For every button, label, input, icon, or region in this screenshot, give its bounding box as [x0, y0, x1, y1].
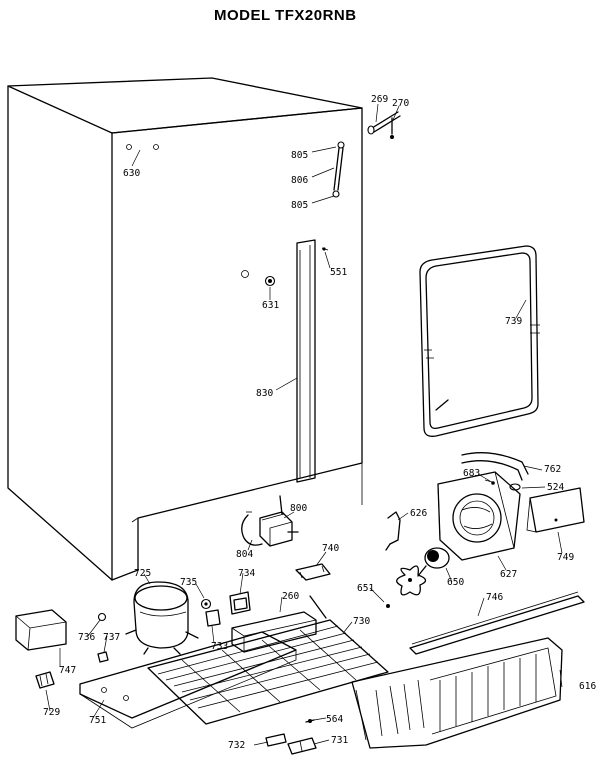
label-627: 627 [500, 569, 517, 580]
grille-616 [351, 637, 563, 749]
label-737: 737 [103, 632, 120, 643]
label-725: 725 [134, 568, 151, 579]
label-733: 733 [211, 641, 228, 652]
label-747: 747 [59, 665, 76, 676]
label-616: 616 [579, 681, 596, 692]
label-746: 746 [486, 592, 503, 603]
label-805: 805 [291, 150, 308, 161]
label-732: 732 [228, 740, 245, 751]
label-524: 524 [547, 482, 564, 493]
bracket-626 [385, 511, 401, 551]
label-626: 626 [410, 508, 427, 519]
label-800: 800 [290, 503, 307, 514]
cover-749 [526, 487, 585, 533]
overload-734 [229, 591, 251, 615]
tube-762 [461, 452, 529, 481]
label-804: 804 [236, 549, 253, 560]
label-650: 650 [447, 577, 464, 588]
label-269: 269 [371, 94, 388, 105]
compressor-725 [125, 581, 199, 655]
part-732 [265, 733, 287, 747]
label-683: 683 [463, 468, 480, 479]
label-631: 631 [262, 300, 279, 311]
label-805-lower: 805 [291, 200, 308, 211]
screw-683 [484, 479, 495, 485]
label-651: 651 [357, 583, 374, 594]
base-pan-751 [79, 631, 297, 729]
label-762: 762 [544, 464, 561, 475]
bracket-260 [231, 595, 327, 653]
label-260: 260 [282, 591, 299, 602]
defrost-timer-800 [259, 495, 299, 547]
label-830: 830 [256, 388, 273, 399]
label-731: 731 [331, 735, 348, 746]
grommet-735 [200, 598, 212, 610]
label-564: 564 [326, 714, 343, 725]
cabinet [7, 77, 363, 581]
diagram-title: MODEL TFX20RNB [214, 7, 357, 24]
label-551: 551 [330, 267, 347, 278]
relay-733 [205, 609, 221, 627]
fan-motor-650 [417, 547, 450, 577]
screw-564 [305, 719, 315, 723]
label-734: 734 [238, 568, 255, 579]
leader-lines [45, 103, 563, 746]
label-735: 735 [180, 577, 197, 588]
fan-blade-651 [386, 565, 427, 608]
door-gasket-739 [419, 245, 540, 437]
tube-806 [332, 141, 345, 198]
screw-551 [321, 247, 329, 251]
label-739: 739 [505, 316, 522, 327]
part-731 [287, 737, 317, 755]
label-270: 270 [392, 98, 409, 109]
label-736: 736 [78, 632, 95, 643]
bracket-747 [15, 609, 67, 651]
valve-269-270 [367, 111, 401, 139]
plug-729 [35, 671, 55, 689]
grommet-631 [264, 275, 276, 287]
part-labels: 269 270 805 806 805 630 551 631 739 830 … [43, 94, 596, 751]
fastener-736 [97, 612, 107, 622]
harness-804 [241, 511, 263, 546]
drain-channel [296, 239, 316, 483]
fan-shroud-627 [437, 471, 521, 561]
fastener-737 [97, 651, 109, 663]
label-730: 730 [353, 616, 370, 627]
label-806: 806 [291, 175, 308, 186]
label-749: 749 [557, 552, 574, 563]
label-740: 740 [322, 543, 339, 554]
label-630: 630 [123, 168, 140, 179]
label-751: 751 [89, 715, 106, 726]
relay-740 [295, 563, 331, 581]
channel-746 [409, 591, 585, 655]
label-729: 729 [43, 707, 60, 718]
